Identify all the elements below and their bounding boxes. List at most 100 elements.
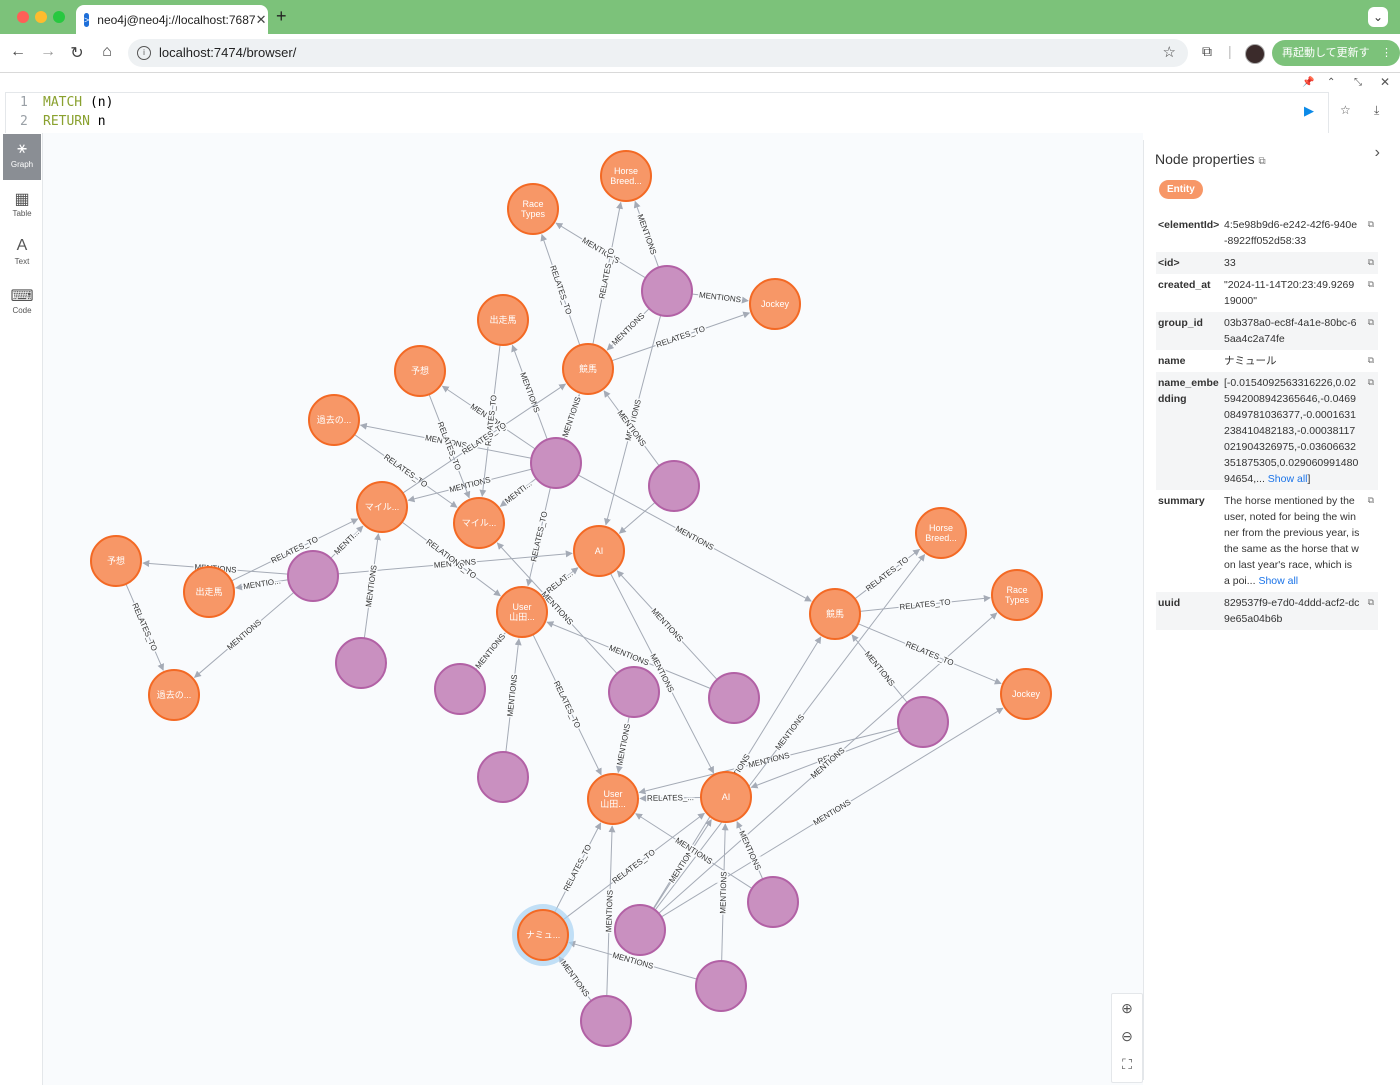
node-circle[interactable] [562,343,614,395]
relationship-edge[interactable] [661,707,1004,918]
relationship-edge[interactable] [525,487,551,587]
episode-node[interactable] [695,960,747,1012]
relationship-edge[interactable] [541,567,579,597]
copy-value-icon[interactable]: ⧉ [1367,257,1374,267]
minimize-window-button[interactable] [35,11,47,23]
relationship-edge[interactable] [736,821,764,880]
relationship-edge[interactable] [555,222,646,279]
relationship-edge[interactable] [603,390,660,467]
node-circle[interactable] [695,960,747,1012]
node-circle[interactable] [608,666,660,718]
relationship-edge[interactable] [568,940,698,980]
relationship-edge[interactable] [652,636,822,909]
entity-node[interactable]: 予想 [394,345,446,397]
node-circle[interactable] [1000,668,1052,720]
new-tab-icon[interactable]: + [276,6,287,26]
relationship-edge[interactable] [611,311,751,362]
episode-node[interactable] [648,460,700,512]
node-circle[interactable] [809,588,861,640]
view-graph-tab[interactable]: ⚹ Graph [3,134,41,180]
relationship-edge[interactable] [546,621,712,690]
node-circle[interactable] [394,345,446,397]
node-circle[interactable] [530,437,582,489]
episode-node[interactable] [335,637,387,689]
node-circle[interactable] [335,637,387,689]
show-all-link[interactable]: Show all [1258,575,1299,587]
entity-node[interactable]: 予想 [90,535,142,587]
relationship-edge[interactable] [330,525,364,559]
entity-node[interactable]: Jockey [1000,668,1052,720]
entity-node[interactable]: マイル... [356,481,408,533]
fit-to-screen-icon[interactable]: ⛶ [1122,1056,1132,1072]
run-query-icon[interactable]: ▶ [1304,103,1314,118]
cypher-editor[interactable]: 1 MATCH (n) 2 RETURN n [5,92,1329,133]
relationship-edge[interactable] [854,548,921,600]
browser-tab[interactable]: > neo4j@neo4j://localhost:7687 ✕ [76,5,268,34]
episode-node[interactable] [580,995,632,1047]
node-circle[interactable] [587,773,639,825]
relationship-edge[interactable] [577,474,812,602]
relationship-edge[interactable] [532,634,602,776]
relationship-edge[interactable] [231,518,359,582]
zoom-in-icon[interactable]: ⊕ [1121,1000,1133,1016]
entity-node[interactable]: 出走馬 [183,566,235,618]
episode-node[interactable] [434,663,486,715]
relationship-edge[interactable] [401,521,501,597]
copy-value-icon[interactable]: ⧉ [1367,495,1374,505]
relationship-edge[interactable] [402,383,567,494]
relationship-edge[interactable] [359,422,532,459]
relationship-edge[interactable] [558,956,592,1002]
node-circle[interactable] [287,550,339,602]
relationship-edge[interactable] [511,344,548,440]
copy-icon[interactable]: ⧉ [1258,156,1266,167]
relationship-edge[interactable] [635,813,753,889]
relationship-edge[interactable] [691,293,749,304]
node-circle[interactable] [308,394,360,446]
zoom-out-icon[interactable]: ⊖ [1121,1028,1133,1044]
episode-node[interactable] [608,666,660,718]
entity-node[interactable]: 過去の... [148,669,200,721]
relationship-edge[interactable] [441,385,536,450]
node-circle[interactable] [897,696,949,748]
relationship-edge[interactable] [505,638,522,753]
entity-node[interactable]: マイル... [453,497,505,549]
home-icon[interactable]: ⌂ [102,43,112,60]
view-code-tab[interactable]: ⌨ Code [3,280,41,326]
relationship-edge[interactable] [606,308,650,351]
relationship-edge[interactable] [475,632,506,670]
view-text-tab[interactable]: A Text [3,231,41,277]
relationship-edge[interactable] [363,533,382,639]
forward-arrow-icon[interactable]: → [40,43,56,60]
entity-node[interactable]: Jockey [749,278,801,330]
episode-node[interactable] [530,437,582,489]
node-circle[interactable] [496,586,548,638]
relationship-edge[interactable] [851,634,908,703]
profile-avatar[interactable] [1245,44,1265,64]
close-window-button[interactable] [17,11,29,23]
view-table-tab[interactable]: ▦ Table [3,183,41,229]
entity-node[interactable]: 競馬 [562,343,614,395]
copy-value-icon[interactable]: ⧉ [1367,279,1374,289]
entity-node[interactable]: AI [700,771,752,823]
pin-icon[interactable]: 📌 [1302,77,1315,88]
relaunch-update-button[interactable]: 再起動して更新する ⋮ [1272,40,1400,85]
entity-node[interactable]: 出走馬 [477,294,529,346]
tab-search-chevron-icon[interactable]: ⌄ [1368,7,1388,27]
episode-node[interactable] [897,696,949,748]
node-circle[interactable] [90,535,142,587]
entity-node[interactable]: AI [573,525,625,577]
node-circle[interactable] [477,294,529,346]
close-tab-icon[interactable]: ✕ [255,11,267,27]
node-circle[interactable] [580,995,632,1047]
entity-node[interactable]: HorseBreed... [600,150,652,202]
node-circle[interactable] [915,507,967,559]
graph-svg[interactable]: MENTIONSMENTIONSMENTIONSMENTIONSRELATES_… [43,133,1143,1085]
node-circle[interactable] [356,481,408,533]
node-circle[interactable] [641,265,693,317]
collapse-up-icon[interactable]: ⌃ [1327,77,1336,88]
relationship-edge[interactable] [721,823,729,962]
episode-node[interactable] [287,550,339,602]
episode-node[interactable] [477,751,529,803]
